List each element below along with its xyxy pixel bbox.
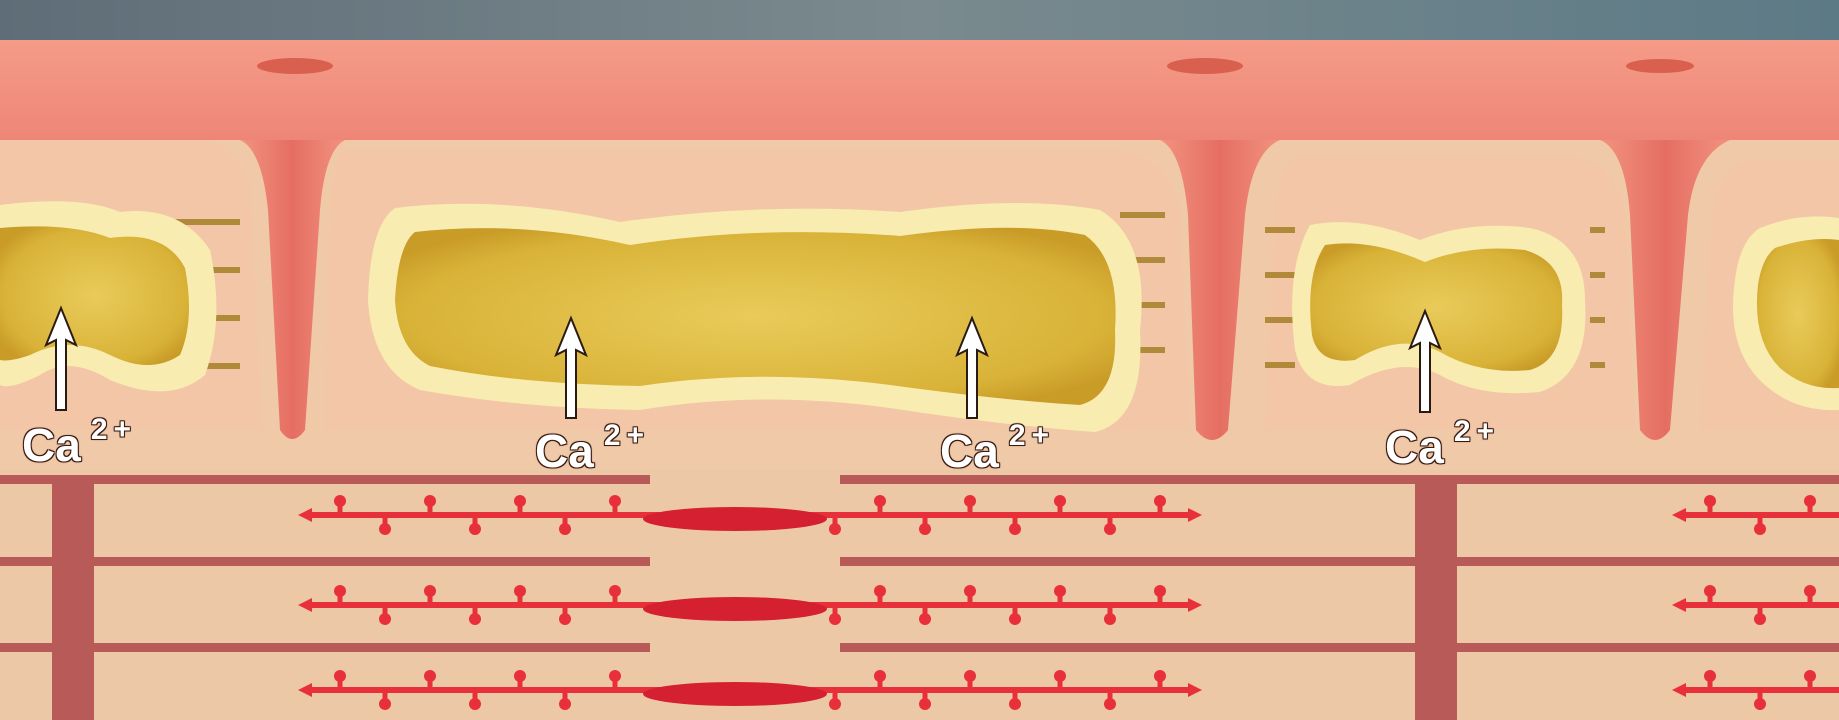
myosin-head	[919, 698, 931, 710]
ion-symbol: Ca	[1385, 421, 1444, 473]
myosin-head	[1754, 698, 1766, 710]
myosin-head	[559, 523, 571, 535]
myosin-head	[874, 495, 886, 507]
myosin-head	[919, 613, 931, 625]
m-line-bulge	[643, 597, 827, 621]
myosin-head	[1054, 495, 1066, 507]
myosin-head	[379, 613, 391, 625]
myosin-head	[1009, 613, 1021, 625]
m-line-bulge	[643, 682, 827, 706]
myosin-head	[1104, 698, 1116, 710]
myosin-head	[919, 523, 931, 535]
myosin-head	[609, 495, 621, 507]
myosin-head	[1704, 670, 1716, 682]
myofibril-region	[0, 470, 1839, 720]
myosin-head	[559, 698, 571, 710]
myosin-head	[964, 670, 976, 682]
myosin-head	[1009, 698, 1021, 710]
myosin-head	[514, 495, 526, 507]
myosin-head	[424, 585, 436, 597]
membrane-pore	[1626, 59, 1694, 73]
myosin-head	[1054, 585, 1066, 597]
myosin-head	[424, 495, 436, 507]
sarcoplasmic-reticulum-left	[0, 201, 216, 391]
myosin-head	[559, 613, 571, 625]
ion-charge: 2+	[1009, 419, 1055, 452]
myosin-head	[829, 523, 841, 535]
sarcoplasmic-reticulum-right	[1292, 222, 1585, 393]
myosin-head	[1009, 523, 1021, 535]
z-disc	[52, 475, 94, 720]
myosin-head	[424, 670, 436, 682]
myosin-head	[334, 585, 346, 597]
myosin-head	[829, 698, 841, 710]
myosin-head	[609, 670, 621, 682]
myosin-head	[1054, 670, 1066, 682]
myosin-head	[874, 585, 886, 597]
ion-symbol: Ca	[535, 425, 594, 477]
myosin-head	[964, 495, 976, 507]
myosin-head	[1154, 495, 1166, 507]
myosin-head	[469, 613, 481, 625]
myosin-head	[469, 523, 481, 535]
ion-symbol: Ca	[22, 419, 81, 471]
myosin-head	[1104, 613, 1116, 625]
myosin-head	[1804, 495, 1816, 507]
membrane-pore	[1167, 58, 1243, 74]
sarcoplasmic-reticulum-center	[368, 203, 1142, 432]
myosin-head	[1804, 585, 1816, 597]
m-line-bulge	[643, 507, 827, 531]
sarcolemma	[0, 40, 1839, 140]
ion-charge: 2+	[604, 419, 650, 452]
myosin-head	[1754, 523, 1766, 535]
myosin-head	[1154, 585, 1166, 597]
myosin-head	[334, 670, 346, 682]
myosin-head	[609, 585, 621, 597]
myosin-head	[964, 585, 976, 597]
z-disc	[1415, 475, 1457, 720]
myosin-head	[469, 698, 481, 710]
ion-symbol: Ca	[940, 425, 999, 477]
myosin-head	[1104, 523, 1116, 535]
myosin-head	[1704, 495, 1716, 507]
myosin-head	[1754, 613, 1766, 625]
myosin-head	[829, 613, 841, 625]
myosin-head	[1154, 670, 1166, 682]
myosin-head	[379, 698, 391, 710]
ion-charge: 2+	[91, 413, 137, 446]
myosin-head	[379, 523, 391, 535]
myosin-head	[514, 670, 526, 682]
myosin-head	[874, 670, 886, 682]
ion-charge: 2+	[1454, 415, 1500, 448]
membrane-pore	[257, 58, 333, 74]
myosin-head	[514, 585, 526, 597]
myosin-head	[1704, 585, 1716, 597]
myosin-head	[334, 495, 346, 507]
myosin-head	[1804, 670, 1816, 682]
